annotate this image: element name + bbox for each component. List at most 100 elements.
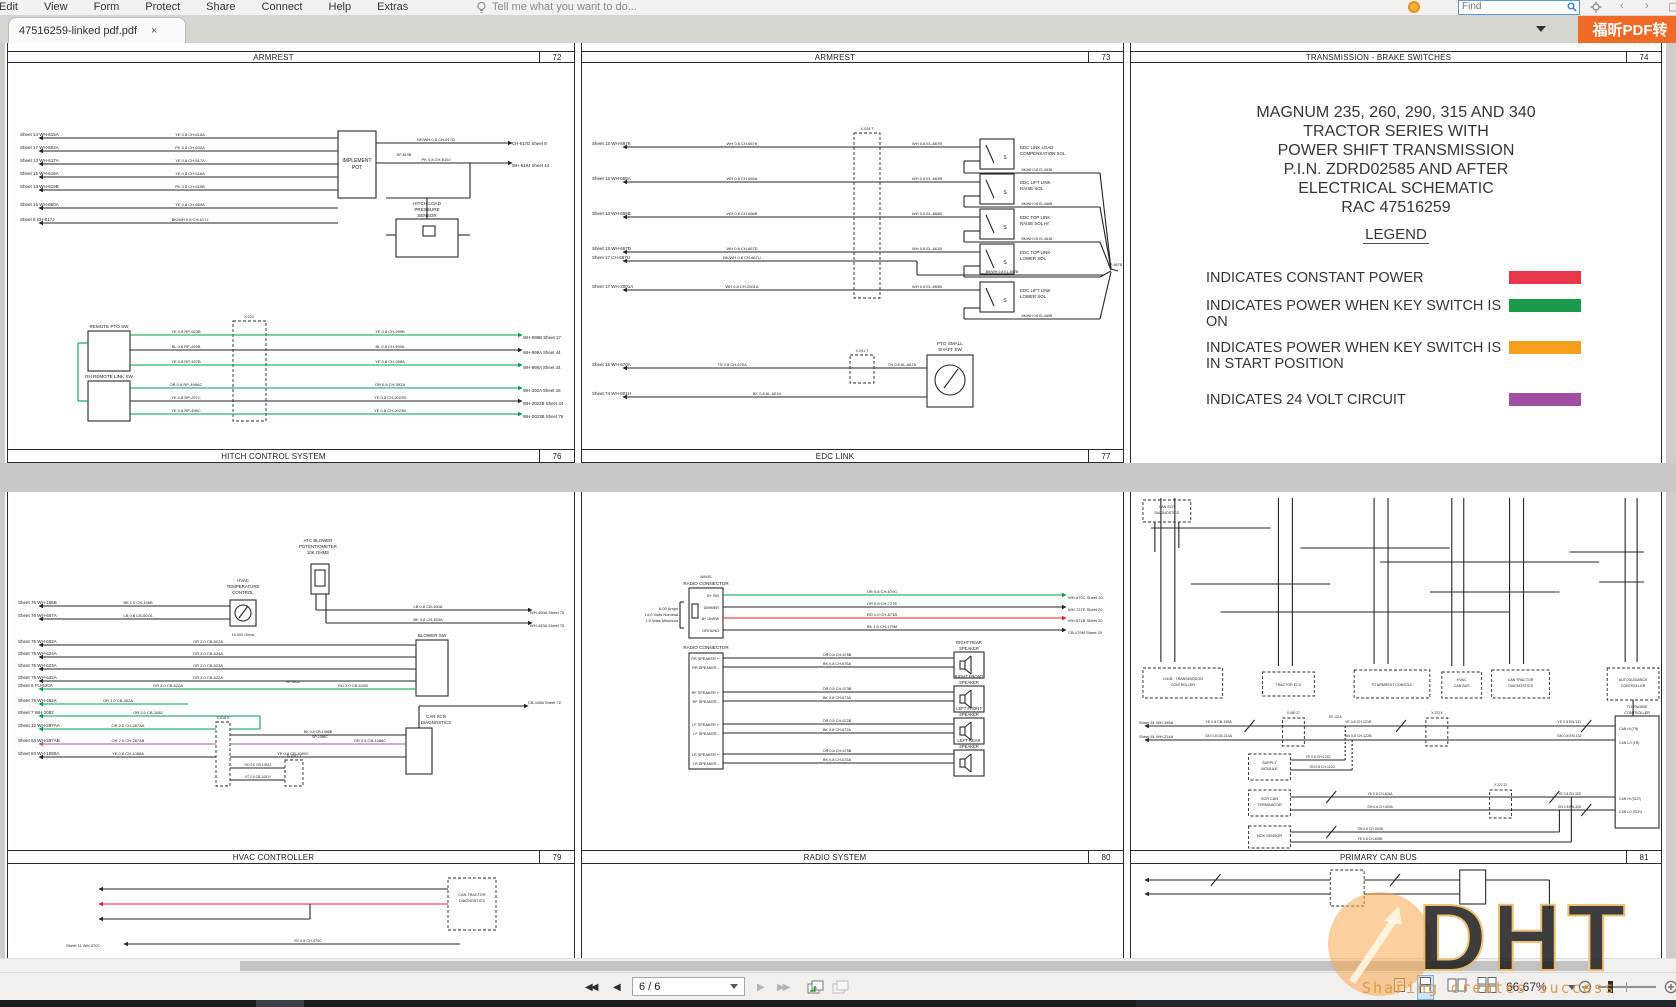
document-tab[interactable]: 47516259-linked pdf.pdf × bbox=[8, 17, 186, 43]
svg-text:CAN HI (SCR): CAN HI (SCR) bbox=[1619, 797, 1641, 801]
find-box[interactable] bbox=[1458, 0, 1580, 15]
find-input[interactable] bbox=[1459, 1, 1557, 12]
svg-text:X-041 T: X-041 T bbox=[856, 349, 870, 353]
svg-text:YE 0.8 CH-070C: YE 0.8 CH-070C bbox=[294, 939, 323, 943]
menu-protect[interactable]: Protect bbox=[145, 1, 181, 13]
svg-text:LR SPEAKER +: LR SPEAKER + bbox=[692, 753, 720, 757]
svg-text:Sheet 15 WH-667D: Sheet 15 WH-667D bbox=[592, 246, 632, 251]
page-dropdown-caret-icon[interactable] bbox=[730, 984, 738, 989]
svg-text:Sheet 76 WH-607A: Sheet 76 WH-607A bbox=[18, 613, 57, 618]
svg-text:SPEAKER: SPEAKER bbox=[959, 680, 979, 685]
page-number-input[interactable]: 6 / 6 bbox=[632, 977, 745, 996]
svg-text:Sheet 75 WH-602A: Sheet 75 WH-602A bbox=[18, 639, 57, 644]
tab-title: 47516259-linked pdf.pdf bbox=[19, 24, 138, 37]
svg-text:OR 2.0 CH-287AA: OR 2.0 CH-287AA bbox=[112, 723, 145, 728]
svg-text:CAN HI (TR): CAN HI (TR) bbox=[1619, 727, 1638, 731]
svg-text:Sheet 63 WH-287AB: Sheet 63 WH-287AB bbox=[18, 738, 60, 743]
pdf-convert-button[interactable]: 福昕PDF转 bbox=[1578, 16, 1676, 43]
menu-share[interactable]: Share bbox=[206, 1, 236, 13]
previous-page-button[interactable]: ◀ bbox=[613, 981, 621, 993]
menu-extras[interactable]: Extras bbox=[377, 1, 409, 13]
menu-form[interactable]: Form bbox=[93, 1, 120, 13]
next-page-button[interactable]: ▶ bbox=[757, 981, 765, 993]
svg-text:YE 0.8 CH-617A: YE 0.8 CH-617A bbox=[175, 158, 205, 163]
close-icon[interactable]: × bbox=[151, 24, 158, 37]
svg-text:NOX SENSOR: NOX SENSOR bbox=[1257, 834, 1282, 838]
svg-text:WH-619J Sheet 44: WH-619J Sheet 44 bbox=[512, 163, 550, 168]
quick-tool-icon[interactable] bbox=[1408, 1, 1420, 13]
menu-view[interactable]: View bbox=[43, 1, 68, 13]
svg-text:WH 0.8 EL-661B: WH 0.8 EL-661B bbox=[912, 246, 942, 251]
svg-text:Sheet 13 WH-617A: Sheet 13 WH-617A bbox=[20, 158, 59, 163]
tab-list-caret-icon[interactable] bbox=[1536, 26, 1546, 32]
menu-edit[interactable]: Edit bbox=[0, 1, 18, 13]
scrollbar-thumb[interactable] bbox=[240, 961, 1588, 971]
page-number-value: 6 / 6 bbox=[639, 980, 661, 993]
zoom-slider[interactable] bbox=[1598, 986, 1656, 988]
next-view-button[interactable] bbox=[831, 973, 849, 1001]
svg-text:EDC TOP LINK: EDC TOP LINK bbox=[1020, 250, 1050, 255]
svg-text:LF SPEAKER +: LF SPEAKER + bbox=[692, 723, 719, 727]
svg-text:LOWER SOL: LOWER SOL bbox=[1020, 294, 1047, 299]
svg-text:YE 0.8 CH-121B: YE 0.8 CH-121B bbox=[1345, 720, 1372, 724]
svg-text:BK/WH 0.8 EL-661B: BK/WH 0.8 EL-661B bbox=[1022, 237, 1054, 241]
svg-text:OR 2.0 CB-623A: OR 2.0 CB-623A bbox=[193, 663, 223, 668]
facing-view-button[interactable] bbox=[1446, 973, 1474, 1001]
lightbulb-icon bbox=[476, 1, 487, 15]
svg-text:OR 0.8 RP-499AC: OR 0.8 RP-499AC bbox=[170, 382, 203, 387]
sheet-bar-armrest-73: ARMREST 73 bbox=[582, 51, 1123, 63]
menu-connect[interactable]: Connect bbox=[261, 1, 303, 13]
zoom-dropdown-caret-icon[interactable] bbox=[1568, 985, 1576, 990]
svg-text:YE 0.8 CH-405B: YE 0.8 CH-405B bbox=[1358, 837, 1384, 841]
continuous-facing-view-button[interactable] bbox=[1476, 973, 1504, 1001]
last-page-button[interactable]: ▶▶ bbox=[777, 981, 790, 993]
svg-text:BK/WH 0.8 CH-617D: BK/WH 0.8 CH-617D bbox=[417, 137, 455, 142]
sheet-bar-edc-77: EDC LINK 77 bbox=[582, 449, 1123, 463]
find-next-icon[interactable]: › bbox=[1645, 0, 1649, 12]
first-page-button[interactable]: ◀◀ bbox=[585, 981, 598, 993]
svg-text:X-060 27: X-060 27 bbox=[1287, 711, 1300, 715]
tab-bar: 47516259-linked pdf.pdf × 福昕PDF转 bbox=[0, 15, 1676, 43]
gear-icon[interactable] bbox=[1590, 1, 1602, 15]
svg-text:EDC LIFT LINK: EDC LIFT LINK bbox=[1020, 180, 1050, 185]
svg-text:PK 0.8 CH-619B: PK 0.8 CH-619B bbox=[175, 184, 205, 189]
clipped-toolbar-icon[interactable]: ▢ bbox=[1668, 1, 1676, 13]
svg-text:Sheet 74 WH-601H: Sheet 74 WH-601H bbox=[592, 391, 631, 396]
continuous-view-button[interactable] bbox=[1417, 973, 1440, 1001]
svg-text:OR 2.0 CB-620A: OR 2.0 CB-620A bbox=[153, 683, 183, 688]
svg-text:PRESSURE: PRESSURE bbox=[414, 207, 439, 212]
search-icon[interactable] bbox=[1567, 2, 1577, 15]
svg-text:LOWER SOL: LOWER SOL bbox=[1020, 256, 1047, 261]
find-previous-icon[interactable]: ‹ bbox=[1620, 0, 1624, 12]
zoom-level-value[interactable]: 66.67% bbox=[1506, 980, 1547, 994]
svg-text:GROUND: GROUND bbox=[702, 629, 719, 633]
menu-help[interactable]: Help bbox=[328, 1, 352, 13]
legend-color-key-on bbox=[1509, 299, 1581, 312]
svg-text:Sheet 75 WH-623A: Sheet 75 WH-623A bbox=[18, 663, 57, 668]
zoom-slider-handle[interactable] bbox=[1608, 981, 1613, 993]
svg-text:SP-1086C: SP-1086C bbox=[312, 735, 328, 739]
svg-text:LR SPEAKER -: LR SPEAKER - bbox=[693, 762, 720, 766]
svg-text:EDC LINK LOAD: EDC LINK LOAD bbox=[1020, 145, 1053, 150]
svg-text:Sheet 11 WH-070C: Sheet 11 WH-070C bbox=[66, 943, 100, 948]
zoom-out-button[interactable] bbox=[1578, 979, 1593, 995]
svg-text:Sheet 14 WH-615A: Sheet 14 WH-615A bbox=[20, 132, 59, 137]
schematic-title-line: P.I.N. ZDRD02585 AND AFTER bbox=[1283, 161, 1509, 178]
svg-text:OR 0.8 CH-676B: OR 0.8 CH-676B bbox=[823, 653, 852, 657]
previous-view-button[interactable] bbox=[806, 973, 824, 1001]
legend-item: INDICATES POWER WHEN KEY SWITCH IS ON bbox=[1206, 298, 1661, 330]
single-page-view-button[interactable] bbox=[1392, 973, 1413, 1001]
svg-text:BLOWER SW: BLOWER SW bbox=[418, 633, 447, 638]
svg-text:CAN LO (TR): CAN LO (TR) bbox=[1619, 741, 1639, 745]
zoom-in-button[interactable] bbox=[1664, 979, 1676, 995]
svg-text:WH 0.8 CH-665A: WH 0.8 CH-665A bbox=[727, 176, 758, 181]
svg-text:IMPLEMENT: IMPLEMENT bbox=[342, 158, 371, 164]
svg-text:RD 1.0 CH-671B: RD 1.0 CH-671B bbox=[867, 612, 897, 617]
svg-text:SUPPLY: SUPPLY bbox=[1262, 761, 1277, 765]
horizontal-scrollbar[interactable] bbox=[0, 958, 1676, 972]
tellme-box[interactable]: Tell me what you want to do... bbox=[492, 1, 637, 13]
schematic-title-line: RAC 47516259 bbox=[1341, 199, 1451, 216]
svg-text:WH-999B Sheet 17: WH-999B Sheet 17 bbox=[523, 335, 561, 340]
